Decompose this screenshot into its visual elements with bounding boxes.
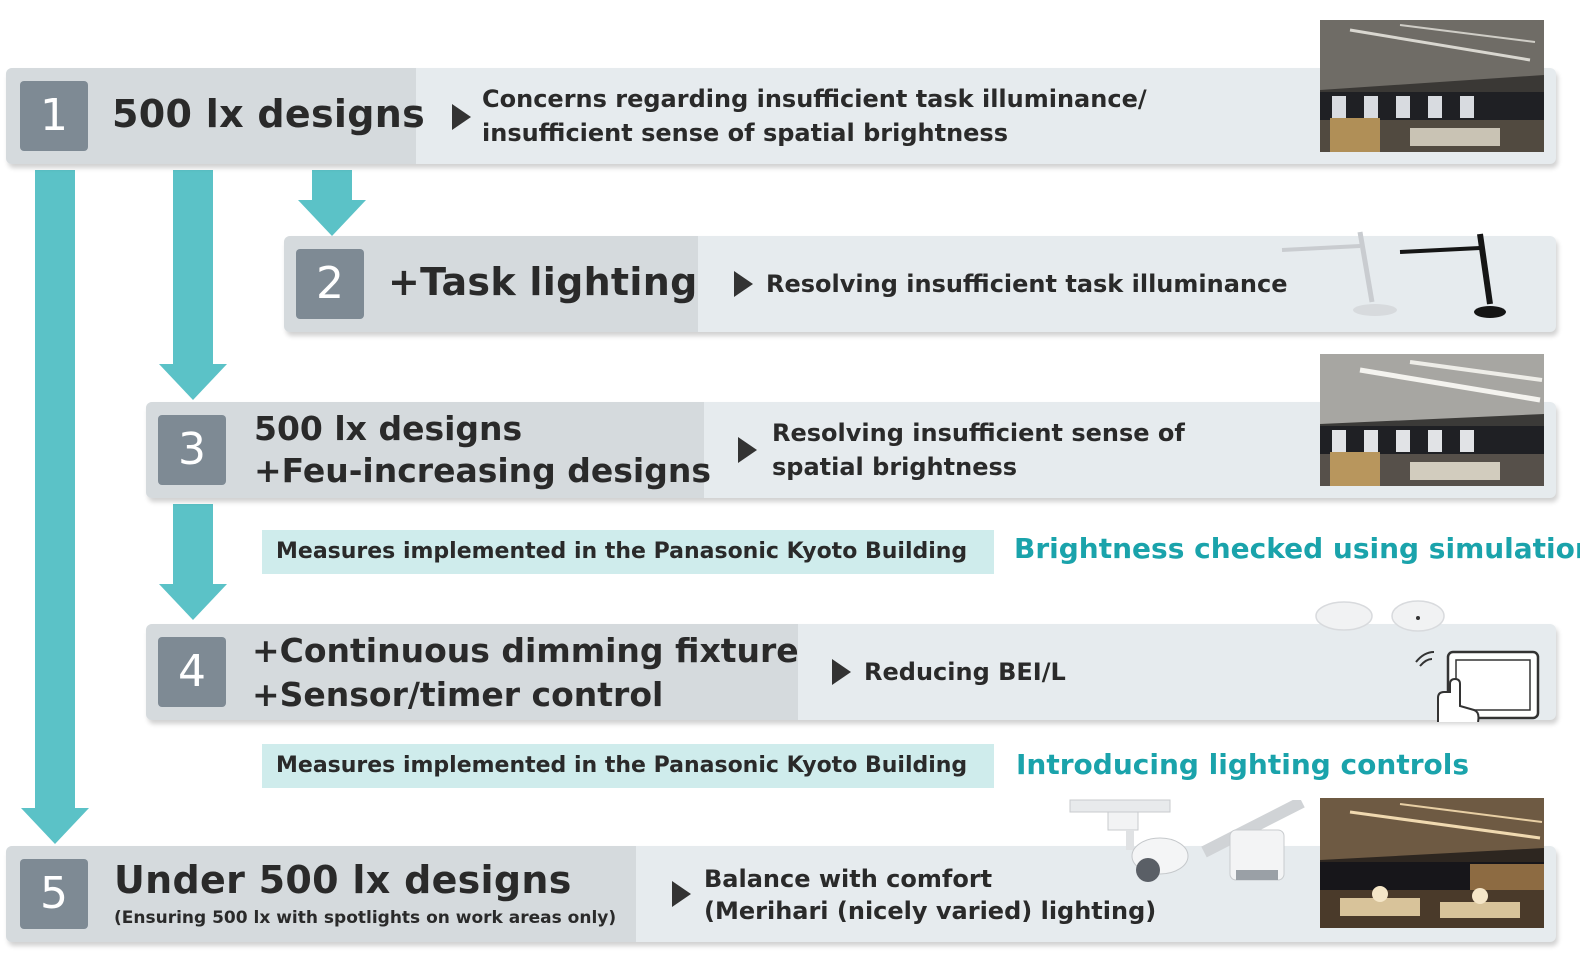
measure-1-note: Brightness checked using simulations <box>1014 532 1580 565</box>
step-2-triangle-icon <box>734 271 753 297</box>
touch-panel-icon <box>1415 650 1540 722</box>
step-1-number: 1 <box>20 81 88 151</box>
step-4-triangle-icon <box>832 659 851 685</box>
step-5-subtitle: (Ensuring 500 lx with spotlights on work… <box>114 908 617 928</box>
step-4-desc-line1: Reducing BEI/L <box>864 658 1066 686</box>
step-3-title-line1: 500 lx designs <box>254 409 523 448</box>
office-photo-icon <box>1320 798 1544 928</box>
step-1-desc-line2: insufficient sense of spatial brightness <box>482 119 1008 147</box>
step-3-desc-line1: Resolving insufficient sense of <box>772 419 1185 447</box>
spotlight-icon <box>1069 799 1189 882</box>
step-2-desc-line1: Resolving insufficient task illuminance <box>766 270 1288 298</box>
measure-2-note: Introducing lighting controls <box>1016 748 1470 781</box>
ceiling-sensor-icon <box>1315 600 1445 632</box>
step-5-desc-line2: (Merihari (nicely varied) lighting) <box>704 897 1157 925</box>
desk-lamp-white-icon <box>1281 231 1397 316</box>
step-5-desc-line1: Balance with comfort <box>704 865 993 893</box>
step-2-bar: 2 +Task lighting Resolving insufficient … <box>284 236 1556 332</box>
measure-1-label: Measures implemented in the Panasonic Ky… <box>262 530 994 574</box>
step-4-number: 4 <box>158 637 226 707</box>
office-photo-icon <box>1320 354 1544 486</box>
step-1-title: 500 lx designs <box>112 92 426 136</box>
step-4-title-line2: +Sensor/timer control <box>252 675 664 714</box>
step-5-title: Under 500 lx designs <box>114 858 572 902</box>
step-5-triangle-icon <box>672 881 691 907</box>
office-photo-icon <box>1320 20 1544 152</box>
step-3-number: 3 <box>158 415 226 485</box>
step-4-bar: 4 +Continuous dimming fixture +Sensor/ti… <box>146 624 1556 720</box>
downlight-icon <box>1201 800 1305 881</box>
step-1-bar: 1 500 lx designs Concerns regarding insu… <box>6 68 1556 164</box>
step-1-desc-line1: Concerns regarding insufficient task ill… <box>482 85 1147 113</box>
desk-lamp-black-icon <box>1399 233 1506 318</box>
step-4-title-line1: +Continuous dimming fixture <box>252 631 799 670</box>
step-3-desc-line2: spatial brightness <box>772 453 1018 481</box>
measure-2-label: Measures implemented in the Panasonic Ky… <box>262 744 994 788</box>
step-2-title: +Task lighting <box>388 260 698 304</box>
step-5-bar: 5 Under 500 lx designs (Ensuring 500 lx … <box>6 846 1556 942</box>
step-1-triangle-icon <box>452 104 471 130</box>
step-5-number: 5 <box>20 859 88 929</box>
step-3-title-line2: +Feu-increasing designs <box>254 451 711 490</box>
step-2-number: 2 <box>296 249 364 319</box>
step-3-triangle-icon <box>738 437 757 463</box>
